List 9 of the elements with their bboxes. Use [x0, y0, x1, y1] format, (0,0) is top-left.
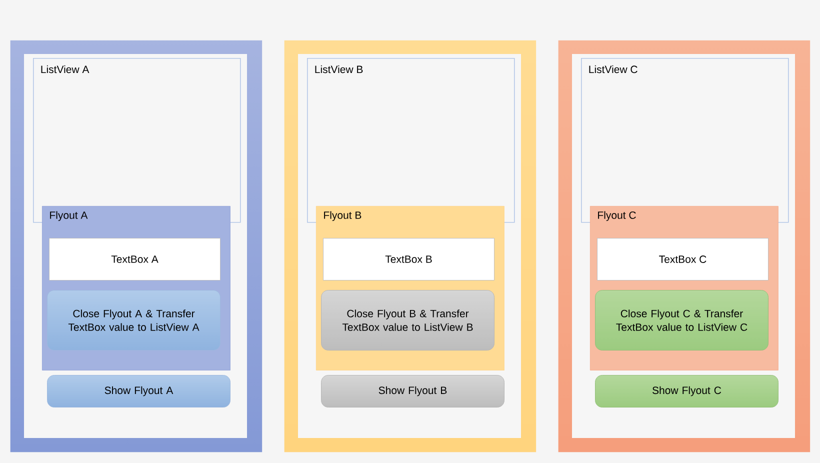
button: Close Flyout A & Transfer TextBox value to ListView A	[47, 290, 220, 350]
button: Show Flyout B	[321, 375, 504, 408]
button: Show Flyout A	[47, 375, 230, 408]
button: Show Flyout C	[595, 375, 778, 408]
text-box: TextBox C	[597, 238, 768, 280]
button: Close Flyout B & Transfer TextBox value to ListView B	[321, 290, 494, 350]
button: Close Flyout C & Transfer TextBox value to ListView C	[595, 290, 768, 350]
text-box: TextBox B	[323, 238, 494, 280]
text-box: TextBox A	[49, 238, 220, 280]
